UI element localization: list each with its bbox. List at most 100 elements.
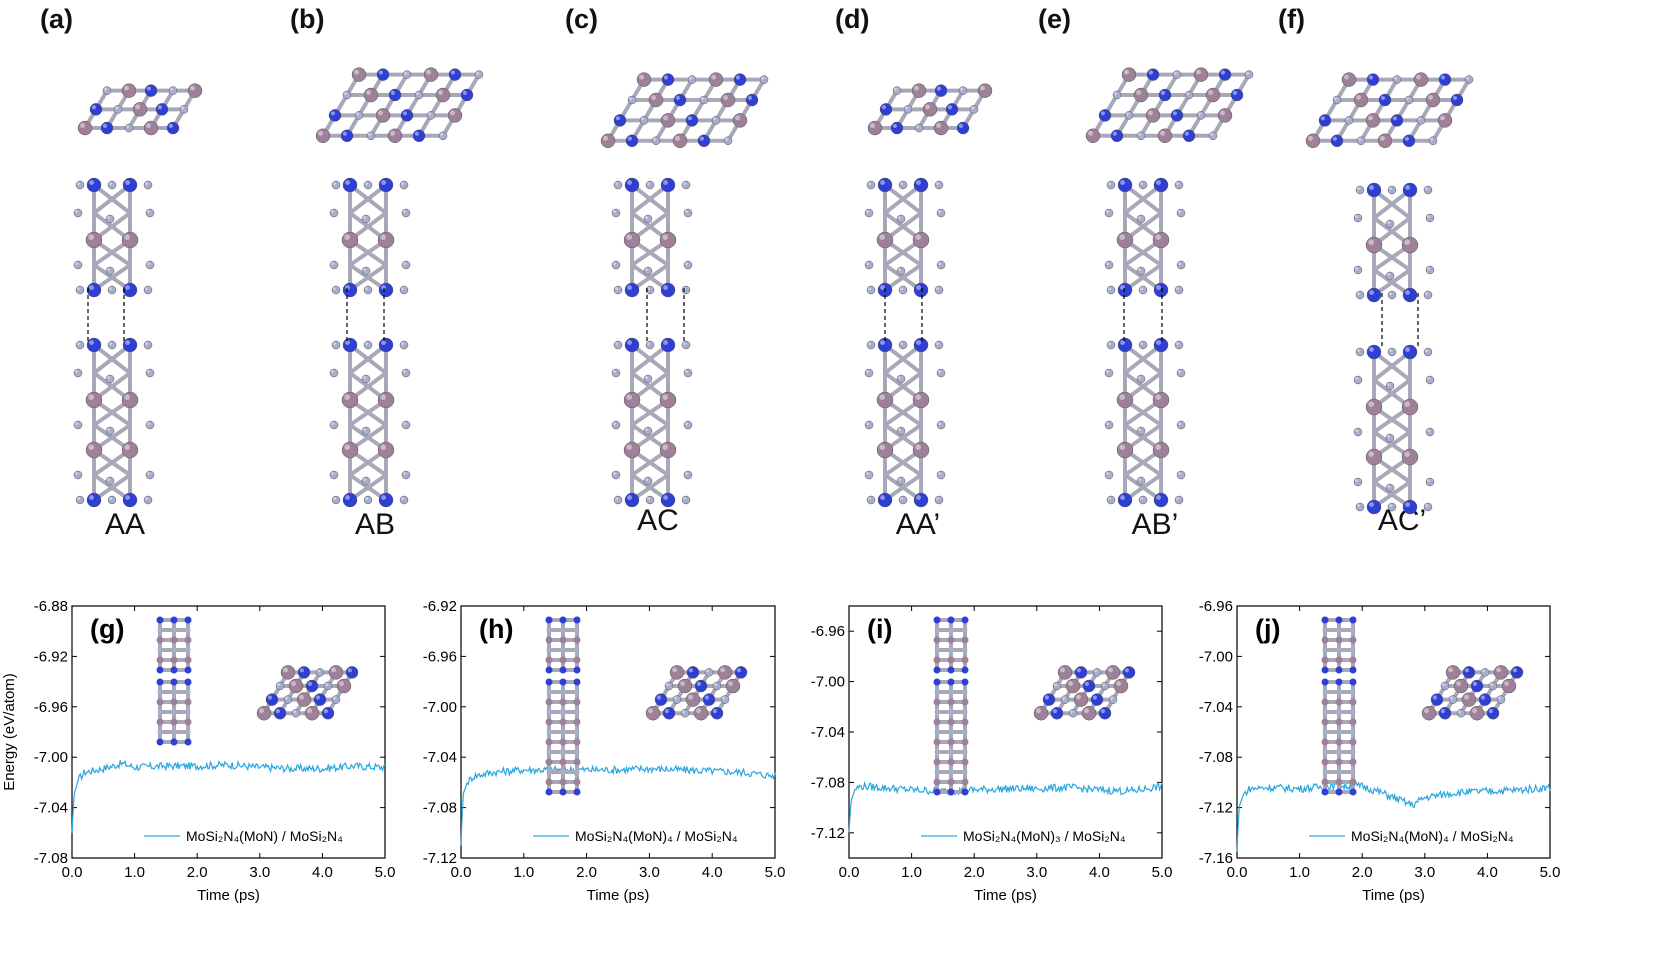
n-atom	[460, 88, 474, 102]
si-atom	[613, 340, 623, 350]
mo-atom	[1133, 87, 1149, 103]
mo-atom	[315, 128, 331, 144]
panel-letter: (h)	[479, 614, 513, 644]
structure-illustrations	[73, 67, 1474, 515]
inset-atom	[1349, 678, 1357, 686]
mo-atom	[1365, 448, 1383, 466]
chart-frame	[71, 605, 386, 859]
si-atom	[361, 266, 371, 276]
n-atom	[1438, 706, 1452, 720]
si-atom	[1416, 116, 1426, 125]
si-atom	[896, 374, 906, 384]
inset-atom	[573, 788, 581, 796]
si-atom	[107, 340, 117, 350]
mo-atom	[375, 108, 391, 123]
inset-atom	[933, 718, 941, 726]
mo-atom	[659, 391, 677, 409]
inset-atom	[1321, 636, 1329, 644]
mo-atom	[1421, 705, 1437, 721]
inset-atom	[574, 647, 580, 653]
si-atom	[936, 260, 946, 270]
x-axis-label: Time (ps)	[1362, 887, 1425, 904]
mo-atom	[85, 231, 103, 249]
mo-atom	[435, 87, 451, 103]
si-atom	[354, 111, 364, 120]
inset-atom	[157, 689, 163, 695]
si-atom	[145, 208, 155, 218]
inset-atom	[1349, 616, 1357, 624]
si-atom	[1108, 695, 1118, 704]
mo-atom	[623, 441, 641, 459]
si-atom	[401, 420, 411, 430]
inset-atom	[560, 769, 566, 775]
si-atom	[1106, 340, 1116, 350]
inset-atom	[933, 738, 941, 746]
si-atom	[651, 136, 661, 146]
n-atom	[913, 177, 929, 193]
mo-atom	[341, 441, 359, 459]
inset-atom	[559, 778, 567, 786]
n-atom	[122, 177, 138, 193]
n-atom	[313, 693, 327, 706]
si-atom	[643, 374, 653, 384]
inset-atom	[947, 718, 955, 726]
si-atom	[1106, 285, 1116, 295]
inset-atom	[1349, 636, 1357, 644]
mo-atom	[867, 120, 883, 136]
si-atom	[936, 208, 946, 218]
inset-atom	[1321, 778, 1329, 786]
x-axis-label: Time (ps)	[587, 887, 650, 904]
inset-structures	[156, 616, 359, 746]
mo-atom	[328, 665, 344, 680]
inset-atom	[962, 769, 968, 775]
inset-atom	[559, 718, 567, 726]
n-atom	[1050, 706, 1064, 720]
chart-frame	[848, 605, 1163, 859]
inset-atom	[574, 729, 580, 735]
y-tick-label: -7.00	[1199, 648, 1233, 665]
mo-atom	[717, 665, 733, 680]
inset-atom	[545, 788, 553, 796]
si-atom	[143, 495, 153, 505]
n-atom	[1117, 177, 1133, 193]
inset-atom	[170, 616, 178, 624]
si-atom	[474, 70, 484, 79]
x-tick-label: 4.0	[312, 864, 333, 881]
inset-atom	[170, 656, 178, 664]
si-atom	[105, 214, 115, 224]
inset-atom	[171, 627, 177, 633]
inset-atom	[934, 689, 940, 695]
inset-atom	[933, 758, 941, 766]
inset-atom	[948, 709, 954, 715]
si-atom	[936, 470, 946, 480]
si-atom	[934, 495, 944, 505]
y-tick-label: -7.04	[34, 800, 68, 817]
si-atom	[366, 131, 376, 141]
inset-atom	[947, 698, 955, 706]
si-atom	[1136, 131, 1146, 141]
n-atom	[1478, 693, 1492, 706]
n-atom	[694, 679, 708, 693]
n-atom	[1182, 129, 1196, 143]
si-atom	[1176, 420, 1186, 430]
inset-atom	[545, 758, 553, 766]
inset-atom	[934, 627, 940, 633]
inset-atom	[1336, 769, 1342, 775]
n-atom	[166, 121, 180, 135]
si-atom	[102, 86, 112, 95]
si-atom	[643, 476, 653, 486]
si-atom	[1174, 495, 1184, 505]
y-tick-label: -6.96	[1199, 598, 1233, 615]
si-atom	[1174, 285, 1184, 295]
inset-atom	[157, 709, 163, 715]
inset-atom	[947, 616, 955, 624]
inset-atom	[1350, 709, 1356, 715]
inset-atom	[1350, 729, 1356, 735]
mo-atom	[1353, 92, 1369, 108]
panel-letter-a: (a)	[40, 4, 73, 34]
si-atom	[1496, 695, 1506, 704]
mo-atom	[876, 441, 894, 459]
n-atom	[122, 492, 138, 508]
si-atom	[639, 116, 649, 125]
n-atom	[1470, 679, 1484, 693]
